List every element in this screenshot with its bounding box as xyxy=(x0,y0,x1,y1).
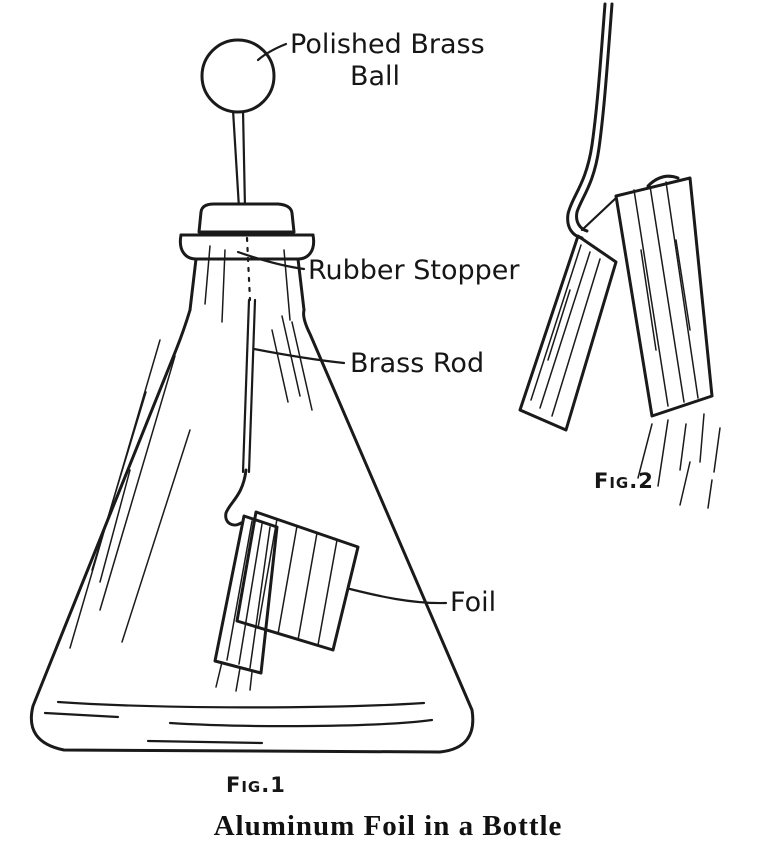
main-caption: Aluminum Foil in a Bottle xyxy=(214,810,563,842)
leader-stopper xyxy=(236,250,306,271)
motion-stroke xyxy=(637,423,653,479)
motion-stroke xyxy=(679,423,687,471)
fig2-hook-link xyxy=(580,196,618,232)
foil-leaves-fig1 xyxy=(213,510,360,692)
leader-ball xyxy=(256,42,288,62)
foil-leaf-right xyxy=(235,510,360,652)
brass-ball xyxy=(200,38,276,114)
foil-top-fold xyxy=(646,174,680,188)
fig2-rod-left-edge xyxy=(566,2,607,240)
figure-1: Polished Brass Ball Rubber Stopper Brass… xyxy=(29,29,520,797)
flask-shading xyxy=(69,245,313,649)
fig1-caption: Fig.1 xyxy=(226,773,286,797)
rod-right-edge xyxy=(247,298,257,474)
neck-glass-line xyxy=(204,245,211,305)
bottom-line xyxy=(168,718,434,728)
bottom-line xyxy=(146,739,264,745)
fig2-rod xyxy=(566,2,618,240)
rod-dashed-segment xyxy=(245,236,252,302)
neck-right xyxy=(296,257,306,312)
foil-hatch-line xyxy=(633,189,669,407)
foil-leaf-right xyxy=(614,176,714,418)
fig2-foil-right xyxy=(614,174,714,418)
label-ball: Ball xyxy=(350,61,400,92)
neck-glass-line xyxy=(283,249,291,321)
glass-highlight-line xyxy=(291,321,313,411)
motion-stroke xyxy=(707,479,713,509)
glass-highlight-line xyxy=(121,429,191,643)
foil-hatch-line xyxy=(649,185,685,403)
rubber-stopper xyxy=(197,202,296,234)
foil-hatch-line xyxy=(249,526,271,669)
glass-highlight-line xyxy=(99,355,176,611)
foil-hatch-line xyxy=(317,539,338,646)
foil-hatch-line xyxy=(551,258,601,417)
label-brass-rod: Brass Rod xyxy=(350,348,484,379)
leader-foil xyxy=(348,587,448,605)
fig1-leader-lines xyxy=(236,42,448,605)
upper-rod-right-edge xyxy=(241,108,247,210)
foil-fray-stroke xyxy=(235,667,241,692)
leader-rod xyxy=(252,347,346,365)
foil-fray-stroke xyxy=(215,661,223,688)
foil-hatch-line xyxy=(675,239,691,331)
label-foil: Foil xyxy=(450,587,496,618)
upper-brass-rod xyxy=(231,108,247,210)
foil-leaf-left xyxy=(213,514,279,675)
motion-stroke xyxy=(699,413,705,463)
glass-highlight-line xyxy=(271,329,289,403)
fig2-foil-left xyxy=(518,234,618,432)
foil-hatch-line xyxy=(539,251,591,409)
figure-2: Fig.2 xyxy=(518,2,721,509)
foil-hatch-line xyxy=(530,244,582,401)
neck-glass-line xyxy=(221,249,226,323)
foil-hatch-line xyxy=(665,181,699,399)
foil-hatch-line xyxy=(238,523,263,665)
foil-hatch-line xyxy=(640,249,657,351)
foil-hatch-line xyxy=(277,525,298,635)
foil-hatch-line xyxy=(257,518,278,629)
rod-hook xyxy=(224,468,248,527)
fig2-caption: Fig.2 xyxy=(594,469,654,493)
bottom-line xyxy=(56,700,426,709)
glass-highlight-line xyxy=(99,469,131,583)
flask-body xyxy=(29,308,475,754)
fig2-rod-right-edge xyxy=(575,2,614,233)
inner-brass-rod xyxy=(224,236,257,527)
fig2-loose-strokes xyxy=(637,413,721,509)
motion-stroke xyxy=(679,461,691,506)
upper-rod-left-edge xyxy=(231,108,241,210)
foil-leaf-left xyxy=(518,234,618,432)
label-polished-brass: Polished Brass xyxy=(290,29,485,60)
motion-stroke xyxy=(657,419,669,487)
foil-hatch-line xyxy=(547,289,571,361)
bottom-line xyxy=(43,711,120,719)
foil-hatch-line xyxy=(297,532,318,641)
foil-hatch-line xyxy=(226,520,253,661)
rod-left-edge xyxy=(241,298,251,474)
flask-bottom-lines xyxy=(43,700,434,745)
neck-left xyxy=(188,257,198,312)
label-rubber-stopper: Rubber Stopper xyxy=(308,255,520,286)
glass-highlight-line xyxy=(91,391,147,571)
foil-fray-stroke xyxy=(249,671,253,691)
motion-stroke xyxy=(713,427,721,473)
